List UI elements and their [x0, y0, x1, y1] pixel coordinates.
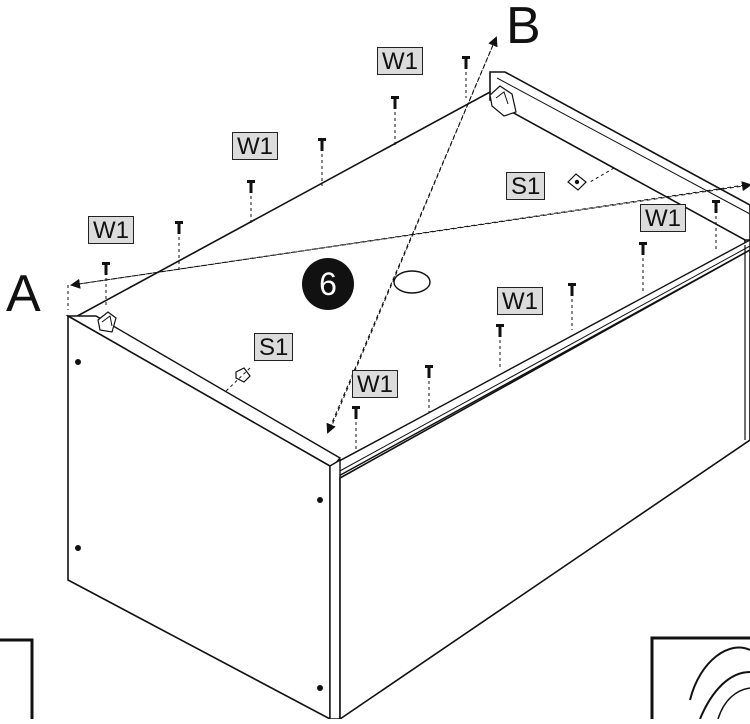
part-tag-w1: W1: [352, 370, 398, 398]
s1-connector-right: [567, 173, 587, 191]
hole-dot: [75, 545, 81, 551]
part-tag-w1: W1: [497, 287, 543, 315]
part-tag-s1: S1: [506, 172, 546, 200]
diagonal-b-back: [326, 37, 497, 434]
hole-dot: [317, 497, 323, 503]
diagonal-b: [329, 36, 498, 431]
inset-frame-right: [650, 636, 750, 724]
front-panel: [339, 249, 750, 721]
left-side-thickness: [329, 458, 341, 720]
hole-dot: [75, 359, 81, 365]
screw-icons: [102, 56, 720, 450]
hole-dot: [317, 685, 323, 691]
part-tag-w1: W1: [232, 132, 278, 160]
part-tag-s1: S1: [254, 333, 294, 361]
part-tag-w1: W1: [377, 47, 423, 75]
corner-clip-b: [489, 85, 517, 117]
part-tag-w1: W1: [640, 204, 686, 232]
back-rail: [489, 71, 750, 241]
step-number-badge: 6: [302, 258, 354, 310]
corner-label-b: B: [506, 0, 541, 55]
part-tag-w1: W1: [88, 216, 134, 244]
corner-clip-a: [97, 311, 117, 333]
diagonal-a: [70, 184, 746, 289]
cable-hole: [393, 270, 431, 294]
diagonal-a-back: [71, 181, 750, 286]
corner-label-a: A: [6, 265, 41, 323]
inset-frame-left: [0, 638, 34, 719]
